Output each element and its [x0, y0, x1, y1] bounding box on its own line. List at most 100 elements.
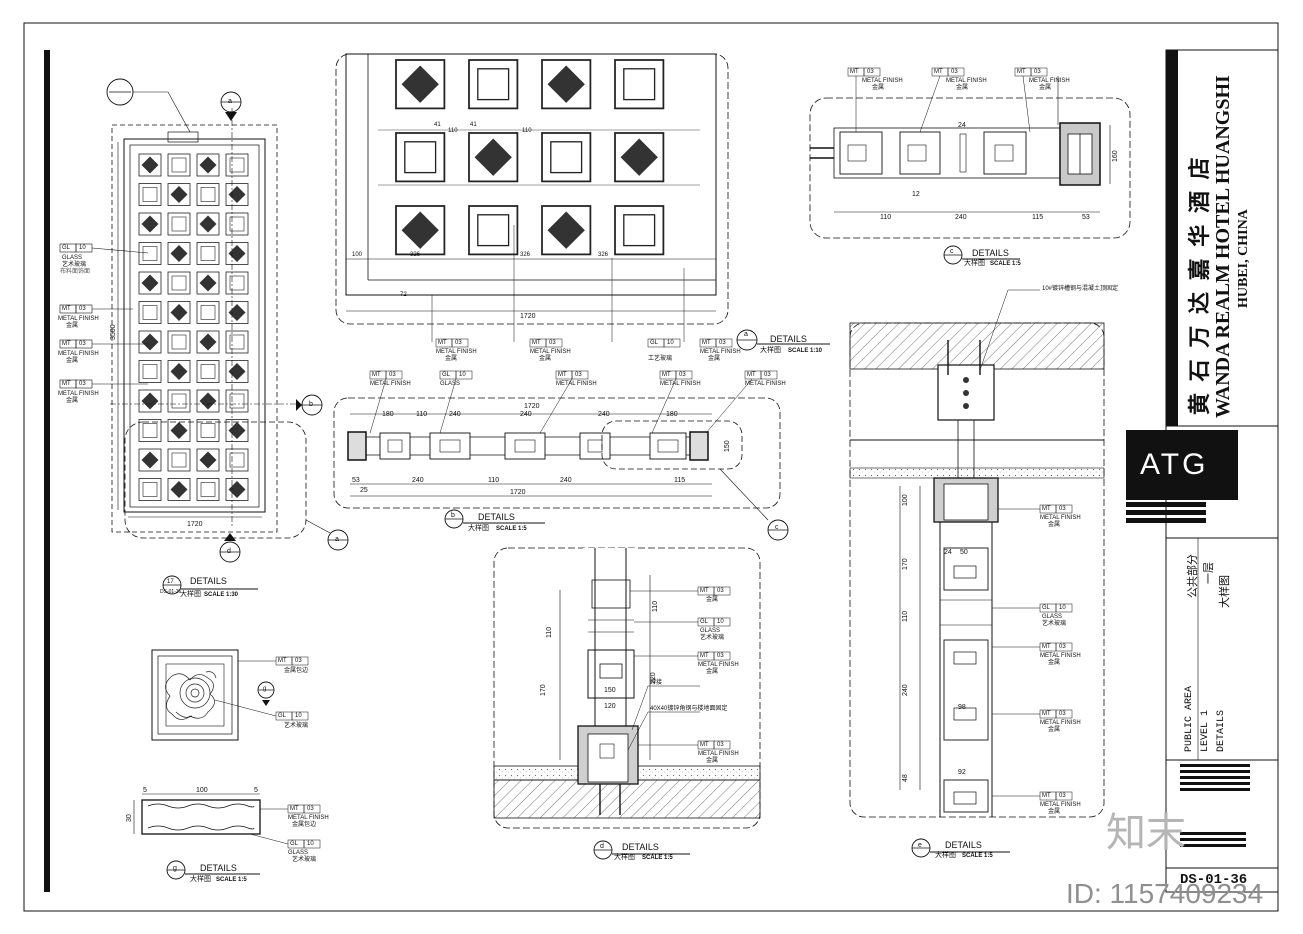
lattice-square-pane [225, 271, 249, 295]
detail-a-elevation [335, 53, 830, 351]
lattice-square-pane [395, 132, 446, 183]
dim-g-30: 30 [126, 814, 133, 822]
lattice-diamond-pane [225, 419, 249, 442]
lattice-diamond-pane [167, 242, 191, 265]
b-gl-en: GLASS [440, 381, 461, 387]
dim-b-110: 110 [416, 411, 428, 418]
detail-e-title: DETAILS [945, 840, 982, 850]
carve-gl-code: GL [278, 713, 287, 719]
detail-d-sub: 大样图 [614, 854, 635, 861]
detail-e-tag: e [918, 842, 922, 849]
dim-g-5: 5 [143, 787, 147, 794]
lattice-diamond-pane [225, 360, 249, 383]
lattice-square-pane [167, 153, 191, 177]
lattice-square-pane [138, 183, 162, 206]
lattice-square-pane [167, 271, 191, 295]
dim-g-100: 100 [196, 787, 208, 794]
dim-c-160: 160 [1112, 150, 1119, 162]
dim-b-180: 180 [382, 411, 394, 418]
b-mt-code-4: MT [747, 372, 756, 378]
dim-e-48: 48 [902, 774, 909, 782]
dim-d-170: 170 [540, 684, 547, 696]
callout-c-tag: c [775, 524, 779, 531]
g-gl-en: GLASS [288, 850, 309, 856]
dim-e-24: 24 [944, 549, 952, 556]
mat-gl-num: 10 [79, 245, 86, 251]
dim-a-width: 1720 [520, 313, 536, 320]
a-gl-code: GL [650, 340, 659, 346]
a-mt-cn: 金属 [445, 356, 458, 362]
detail-c-tag: c [950, 248, 954, 255]
e-mt-num: 03 [1059, 506, 1066, 512]
detail-17-scale: SCALE 1:30 [204, 592, 239, 598]
dim-b-240-c: 240 [598, 411, 610, 418]
dim-b-width-bot: 1720 [510, 489, 526, 496]
detail-17-elevation [59, 78, 349, 595]
e-mt-cn: 金属 [1048, 522, 1061, 528]
dim-e-50: 50 [960, 549, 968, 556]
a-mt-en-3: METAL FINISH [700, 349, 741, 355]
mat-gl-code: GL [62, 245, 71, 251]
e-mt-cn-2: 金属 [1048, 660, 1061, 666]
c-mt-num-2: 03 [951, 69, 958, 75]
e-gl-cn: 艺术玻璃 [1042, 621, 1067, 627]
d-gl-cn: 艺术玻璃 [700, 635, 725, 641]
lattice-square-pane [196, 478, 220, 501]
lattice-square-pane [196, 360, 220, 383]
detail-a-title: DETAILS [770, 334, 807, 344]
watermark-brand: 知末 [1106, 810, 1186, 856]
lattice-diamond-pane [196, 153, 220, 177]
mat-gl-cn: 艺术玻璃 [62, 262, 87, 268]
e-gl-en: GLASS [1042, 614, 1063, 620]
lattice-square-pane [167, 330, 191, 354]
detail-e-scale: SCALE 1:5 [962, 853, 993, 859]
dim-c-240: 240 [955, 214, 967, 221]
detail-d-scale: SCALE 1:5 [642, 855, 673, 861]
section-d-tag: d [227, 548, 231, 555]
lattice-square-pane [225, 153, 249, 177]
mat-mt-code-2: MT [62, 341, 71, 347]
d-gl-num: 10 [717, 619, 724, 625]
b-mt-en-3: METAL FINISH [660, 381, 701, 387]
carve-mt-num: 03 [295, 658, 302, 664]
mat-mt-en-3: METAL FINISH [58, 391, 99, 397]
c-mt-en-2: METAL FINISH [946, 78, 987, 84]
d-mt-cn-3: 金属 [706, 758, 719, 764]
e-mt-num-4: 03 [1059, 793, 1066, 799]
b-mt-num: 03 [389, 372, 396, 378]
detail-g-section [133, 793, 321, 880]
dim-c-12: 12 [912, 191, 920, 198]
lattice-square-pane [225, 389, 249, 413]
dim-g-5-b: 5 [254, 787, 258, 794]
a-mt-code-3: MT [702, 340, 711, 346]
d-mt-code-3: MT [700, 742, 709, 748]
lattice-square-pane [468, 205, 519, 256]
detail-b-scale: SCALE 1:5 [496, 526, 527, 532]
d-gl-en: GLASS [700, 628, 721, 634]
dim-b-150: 150 [724, 440, 731, 452]
area-cn: 公共部分 [1187, 554, 1199, 598]
a-mt-num-2: 03 [549, 340, 556, 346]
lattice-diamond-pane [167, 301, 191, 324]
c-mt-code-3: MT [1017, 69, 1026, 75]
detail-b-tag: b [451, 512, 455, 519]
lattice-diamond-pane [138, 389, 162, 413]
e-mt-en: METAL FINISH [1040, 515, 1081, 521]
g-gl-cn: 艺术玻璃 [292, 857, 317, 863]
dim-a-326: 326 [410, 252, 421, 258]
c-mt-num: 03 [867, 69, 874, 75]
dim-a-41: 41 [434, 122, 441, 128]
e-mt-en-2: METAL FINISH [1040, 653, 1081, 659]
e-mt-code-4: MT [1042, 793, 1051, 799]
d-weld-note: 焊接 [650, 680, 663, 686]
section-a-tag: a [335, 536, 339, 543]
e-mt-code: MT [1042, 506, 1051, 512]
a-mt-num: 03 [455, 340, 462, 346]
lattice-diamond-pane [167, 183, 191, 206]
b-mt-code-2: MT [558, 372, 567, 378]
d-floor-fix-note: 40X40镀锌角钢与楼地面固定 [650, 706, 728, 712]
dim-e-110: 110 [902, 610, 909, 622]
g-gl-num: 10 [307, 841, 314, 847]
detail-17-sub: 大样图 [180, 591, 201, 598]
